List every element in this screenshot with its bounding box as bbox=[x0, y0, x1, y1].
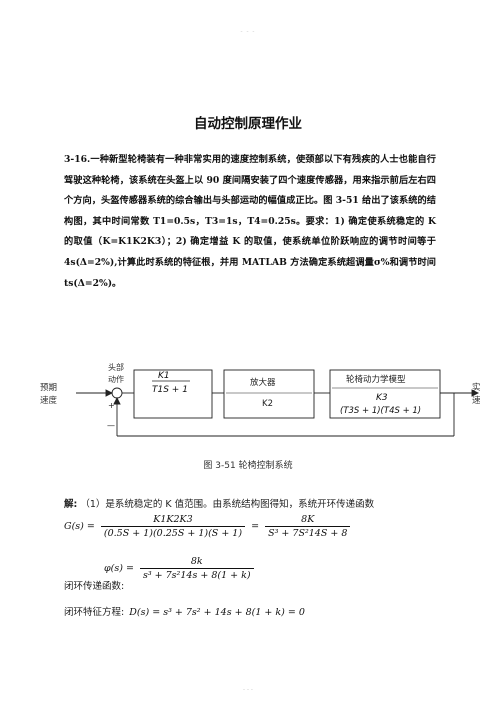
head-denominator: T1S + 1 bbox=[152, 385, 188, 395]
output-label-2: 速度 bbox=[472, 395, 480, 406]
wheelchair-denominator: (T3S + 1)(T4S + 1) bbox=[340, 406, 421, 416]
input-label-1: 预期 bbox=[40, 382, 57, 393]
g-denominator: (0.5S + 1)(0.25S + 1)(S + 1) bbox=[103, 528, 243, 539]
head-label-1: 头部 bbox=[108, 362, 124, 372]
output-arrow bbox=[471, 389, 480, 397]
page-footer-mark: - - - bbox=[243, 686, 253, 693]
plus-sign: + bbox=[108, 401, 115, 410]
amplifier-block bbox=[223, 369, 315, 419]
g-numerator: K1K2K3 bbox=[100, 514, 246, 527]
head-block bbox=[133, 369, 213, 419]
open-loop-equation: G(s) = K1K2K3 (0.5S + 1)(0.25S + 1)(S + … bbox=[64, 514, 444, 539]
g2-denominator: S³ + 7S²14S + 8 bbox=[268, 528, 348, 539]
solution-intro: 解: （1）是系统稳定的 K 值范围。由系统结构图得知，系统开环传递函数 bbox=[64, 496, 444, 510]
minus-sign: — bbox=[107, 421, 115, 430]
characteristic-equation-line: 闭环特征方程: D(s) = s³ + 7s² + 14s + 8(1 + k)… bbox=[64, 600, 464, 619]
problem-statement: 3-16.一种新型轮椅装有一种非常实用的速度控制系统，使颈部以下有残疾的人士也能… bbox=[64, 150, 436, 294]
char-equation: D(s) = s³ + 7s² + 14s + 8(1 + k) = 0 bbox=[129, 607, 305, 618]
feedback-arrow bbox=[113, 396, 121, 405]
g-equals: = bbox=[251, 521, 260, 532]
g2-numerator: 8K bbox=[265, 514, 351, 527]
block-diagram: 预期 速度 + — 头部 动作 K1 T1S + 1 放大器 K2 轮椅动力学模… bbox=[40, 362, 480, 437]
amplifier-gain: K2 bbox=[262, 399, 273, 409]
g-lhs: G(s) = bbox=[64, 521, 95, 532]
wheelchair-label: 轮椅动力学模型 bbox=[346, 374, 406, 385]
solution-label: 解: bbox=[64, 499, 78, 510]
g-fraction: K1K2K3 (0.5S + 1)(0.25S + 1)(S + 1) bbox=[100, 514, 246, 539]
output-label-1: 实际 bbox=[472, 382, 480, 393]
closed-loop-equation: φ(s) = 8k s³ + 7s²14s + 8(1 + k) bbox=[104, 556, 257, 581]
figure-caption: 图 3-51 轮椅控制系统 bbox=[203, 461, 293, 471]
document-title: 自动控制原理作业 bbox=[194, 116, 302, 132]
head-numerator: K1 bbox=[158, 371, 170, 381]
phi-lhs: φ(s) = bbox=[104, 563, 134, 574]
phi-denominator: s³ + 7s²14s + 8(1 + k) bbox=[142, 570, 251, 581]
solution-intro-text: （1）是系统稳定的 K 值范围。由系统结构图得知，系统开环传递函数 bbox=[80, 499, 375, 510]
g2-fraction: 8K S³ + 7S²14S + 8 bbox=[265, 514, 351, 539]
page-header-mark: - - - bbox=[240, 28, 256, 35]
closed-loop-label: 闭环传递函数: bbox=[64, 581, 125, 592]
amplifier-label: 放大器 bbox=[250, 377, 276, 388]
summing-junction bbox=[111, 387, 123, 399]
input-label-2: 速度 bbox=[40, 395, 58, 406]
wheelchair-block bbox=[329, 369, 441, 419]
head-label-2: 动作 bbox=[108, 374, 124, 384]
problem-text: 3-16.一种新型轮椅装有一种非常实用的速度控制系统，使颈部以下有残疾的人士也能… bbox=[64, 154, 436, 289]
input-arrow bbox=[105, 389, 114, 397]
char-label: 闭环特征方程: bbox=[64, 607, 125, 618]
phi-numerator: 8k bbox=[139, 556, 254, 569]
wheelchair-numerator: K3 bbox=[376, 393, 388, 403]
phi-fraction: 8k s³ + 7s²14s + 8(1 + k) bbox=[139, 556, 254, 581]
